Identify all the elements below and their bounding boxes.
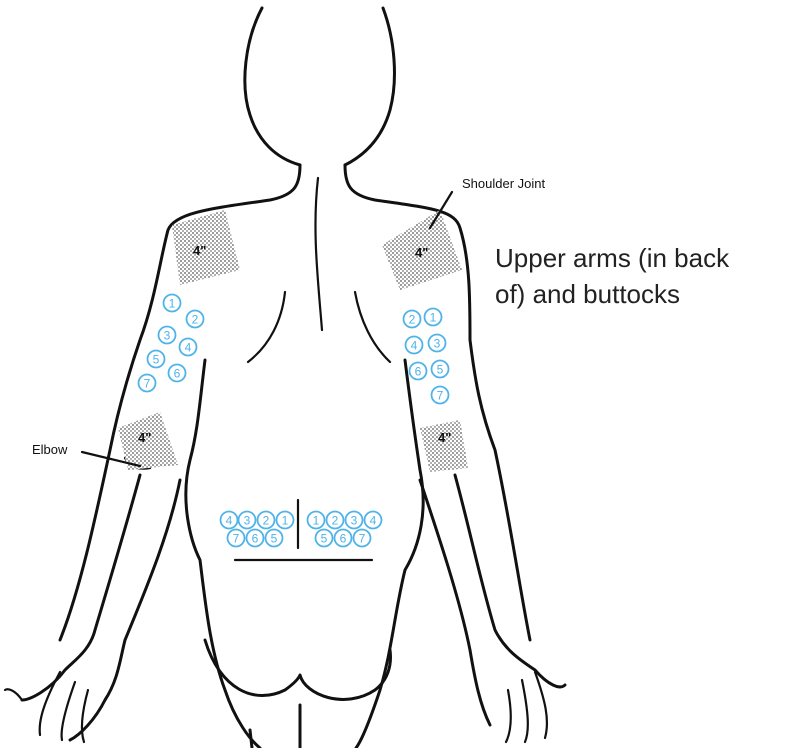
patch-label: 4" xyxy=(438,430,451,445)
site-number: 2 xyxy=(263,514,270,528)
site-number: 1 xyxy=(169,297,176,311)
left-fingers xyxy=(5,672,88,742)
caption: Upper arms (in back of) and buttocks xyxy=(495,240,795,312)
injection-site: 1 xyxy=(308,512,325,529)
injection-site: 7 xyxy=(139,375,156,392)
site-number: 1 xyxy=(430,311,437,325)
patch-label: 4" xyxy=(415,245,428,260)
right-forearm xyxy=(420,475,565,725)
site-number: 7 xyxy=(437,389,444,403)
patch-right-elbow: 4" xyxy=(420,420,468,472)
injection-site: 1 xyxy=(164,295,181,312)
injection-site: 6 xyxy=(410,363,427,380)
site-number: 1 xyxy=(282,514,289,528)
site-number: 4 xyxy=(370,514,377,528)
injection-site: 3 xyxy=(159,327,176,344)
torso-left-side xyxy=(186,360,260,748)
site-number: 7 xyxy=(233,532,240,546)
injection-site: 4 xyxy=(221,512,238,529)
site-number: 5 xyxy=(437,363,444,377)
patch-label: 4" xyxy=(138,430,151,445)
legs-outline xyxy=(250,705,300,748)
injection-site: 4 xyxy=(406,337,423,354)
site-number: 2 xyxy=(409,313,416,327)
injection-site: 1 xyxy=(277,512,294,529)
site-number: 4 xyxy=(226,514,233,528)
injection-site: 5 xyxy=(316,530,333,547)
injection-site: 4 xyxy=(365,512,382,529)
site-number: 6 xyxy=(415,365,422,379)
patch-left-shoulder: 4" xyxy=(172,210,240,285)
injection-site: 2 xyxy=(327,512,344,529)
site-number: 5 xyxy=(321,532,328,546)
site-number: 7 xyxy=(359,532,366,546)
site-number: 2 xyxy=(192,313,199,327)
site-number: 2 xyxy=(332,514,339,528)
injection-site: 2 xyxy=(187,311,204,328)
injection-site: 3 xyxy=(429,335,446,352)
injection-site: 6 xyxy=(169,365,186,382)
injection-site: 5 xyxy=(432,361,449,378)
patch-left-elbow: 4" xyxy=(118,412,178,470)
left-buttock-sites: 4321 765 xyxy=(221,512,294,547)
caption-line-2: of) and buttocks xyxy=(495,276,795,312)
injection-site: 5 xyxy=(148,351,165,368)
buttocks-outline xyxy=(205,640,390,699)
left-scapula xyxy=(248,292,285,362)
patch-label: 4" xyxy=(193,243,206,258)
injection-site: 3 xyxy=(346,512,363,529)
site-number: 6 xyxy=(174,367,181,381)
site-number: 6 xyxy=(340,532,347,546)
injection-site: 3 xyxy=(239,512,256,529)
site-number: 1 xyxy=(313,514,320,528)
site-number: 3 xyxy=(244,514,251,528)
injection-site: 4 xyxy=(180,339,197,356)
spine-line xyxy=(315,178,322,330)
site-number: 4 xyxy=(185,341,192,355)
injection-site: 6 xyxy=(247,530,264,547)
shoulder-joint-label: Shoulder Joint xyxy=(462,176,545,191)
right-fingers xyxy=(506,672,547,742)
right-arm-sites: 214 36 5 7 xyxy=(404,309,449,404)
injection-site: 5 xyxy=(266,530,283,547)
torso-right-side xyxy=(356,360,423,748)
caption-line-1: Upper arms (in back xyxy=(495,240,795,276)
patch-right-shoulder: 4" xyxy=(382,210,462,290)
site-number: 4 xyxy=(411,339,418,353)
site-number: 3 xyxy=(164,329,171,343)
head-outline xyxy=(245,8,395,165)
injection-site: 1 xyxy=(425,309,442,326)
injection-site: 7 xyxy=(354,530,371,547)
injection-site: 7 xyxy=(228,530,245,547)
site-number: 3 xyxy=(434,337,441,351)
site-number: 7 xyxy=(144,377,151,391)
site-number: 5 xyxy=(271,532,278,546)
right-scapula xyxy=(355,292,390,362)
injection-site: 7 xyxy=(432,387,449,404)
site-number: 3 xyxy=(351,514,358,528)
injection-site: 6 xyxy=(335,530,352,547)
site-number: 5 xyxy=(153,353,160,367)
injection-site: 2 xyxy=(404,311,421,328)
elbow-label: Elbow xyxy=(32,442,68,457)
site-number: 6 xyxy=(252,532,259,546)
injection-site: 2 xyxy=(258,512,275,529)
